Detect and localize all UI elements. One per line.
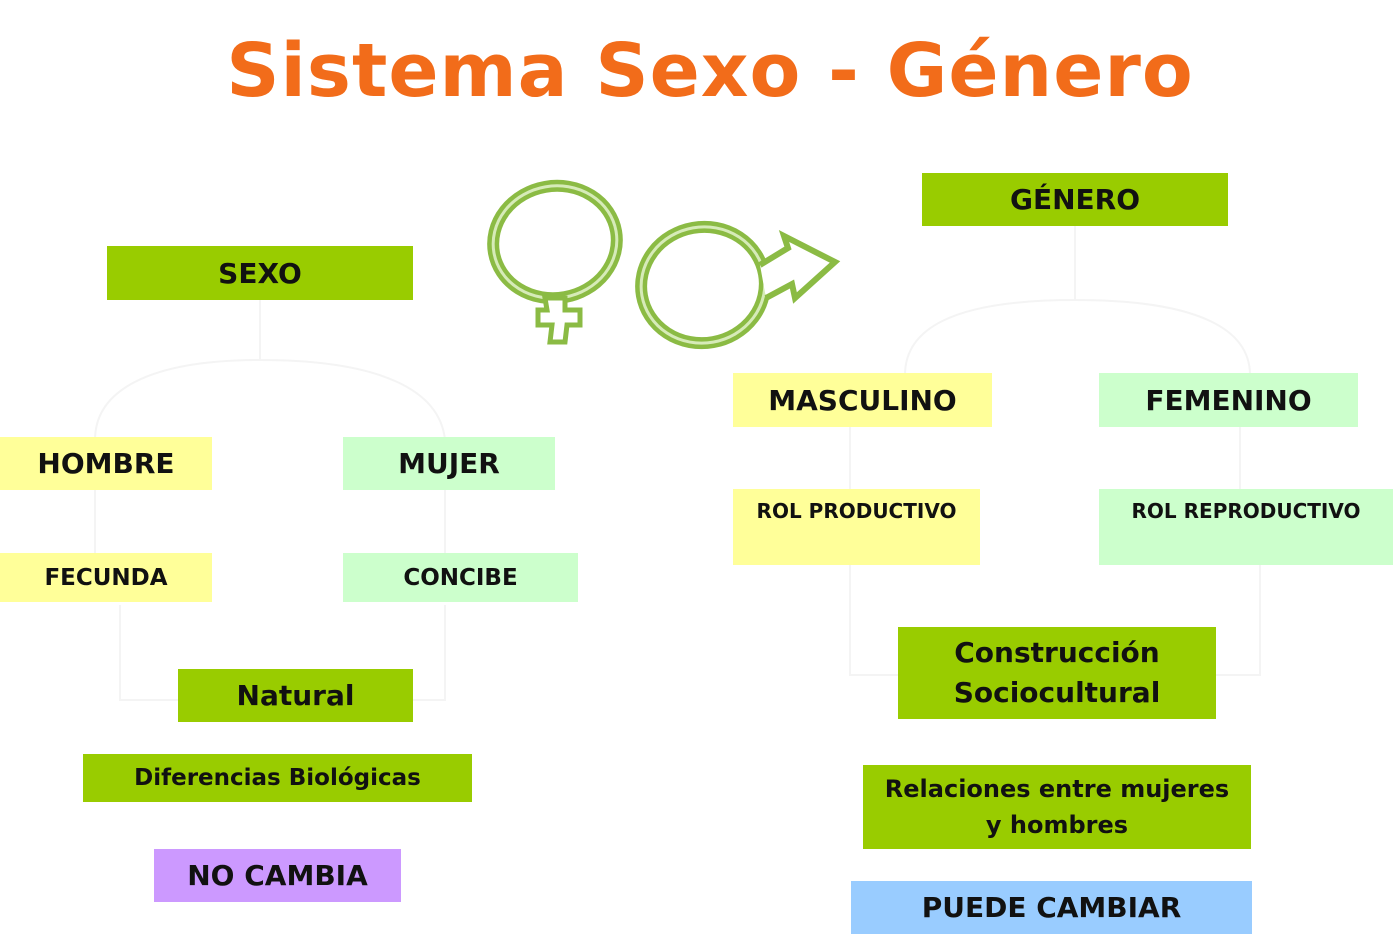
no-cambia-box: NO CAMBIA xyxy=(154,849,401,902)
male-symbol-icon xyxy=(635,220,841,350)
no-cambia-label: NO CAMBIA xyxy=(187,859,368,892)
diferencias-label: Diferencias Biológicas xyxy=(134,765,421,791)
rol-reproductivo-label: ROL REPRODUCTIVO xyxy=(1131,499,1361,523)
construccion-line2: Sociocultural xyxy=(953,676,1161,709)
femenino-box: FEMENINO xyxy=(1099,373,1358,427)
relaciones-line1: Relaciones entre mujeres xyxy=(884,775,1230,803)
mujer-label: MUJER xyxy=(398,447,500,480)
mujer-box: MUJER xyxy=(343,437,555,490)
construccion-box: Construcción Sociocultural xyxy=(898,627,1216,719)
genero-label: GÉNERO xyxy=(1009,183,1141,216)
femenino-label: FEMENINO xyxy=(1145,383,1312,417)
fecunda-label: FECUNDA xyxy=(44,564,168,591)
rol-reproductivo-box: ROL REPRODUCTIVO xyxy=(1099,489,1393,565)
rol-productivo-label: ROL PRODUCTIVO xyxy=(756,499,957,523)
relaciones-line2: y hombres xyxy=(985,811,1129,839)
relaciones-box: Relaciones entre mujeres y hombres xyxy=(863,765,1251,849)
hombre-box: HOMBRE xyxy=(0,437,212,490)
female-symbol-icon xyxy=(487,179,623,345)
diagram-title: Sistema Sexo - Género xyxy=(226,28,1194,114)
sexo-box: SEXO xyxy=(107,246,413,300)
natural-label: Natural xyxy=(236,679,355,712)
construccion-line1: Construcción xyxy=(954,636,1160,669)
rol-productivo-box: ROL PRODUCTIVO xyxy=(733,489,980,565)
sexo-label: SEXO xyxy=(218,256,302,290)
concibe-label: CONCIBE xyxy=(403,564,518,591)
masculino-label: MASCULINO xyxy=(768,383,957,417)
masculino-box: MASCULINO xyxy=(733,373,992,427)
puede-cambiar-box: PUEDE CAMBIAR xyxy=(851,881,1252,934)
diferencias-box: Diferencias Biológicas xyxy=(83,754,472,802)
concibe-box: CONCIBE xyxy=(343,553,578,602)
hombre-label: HOMBRE xyxy=(37,447,175,480)
fecunda-box: FECUNDA xyxy=(0,553,212,602)
gender-symbols xyxy=(487,179,841,350)
genero-box: GÉNERO xyxy=(922,173,1228,226)
puede-cambiar-label: PUEDE CAMBIAR xyxy=(921,891,1182,924)
natural-box: Natural xyxy=(178,669,413,722)
